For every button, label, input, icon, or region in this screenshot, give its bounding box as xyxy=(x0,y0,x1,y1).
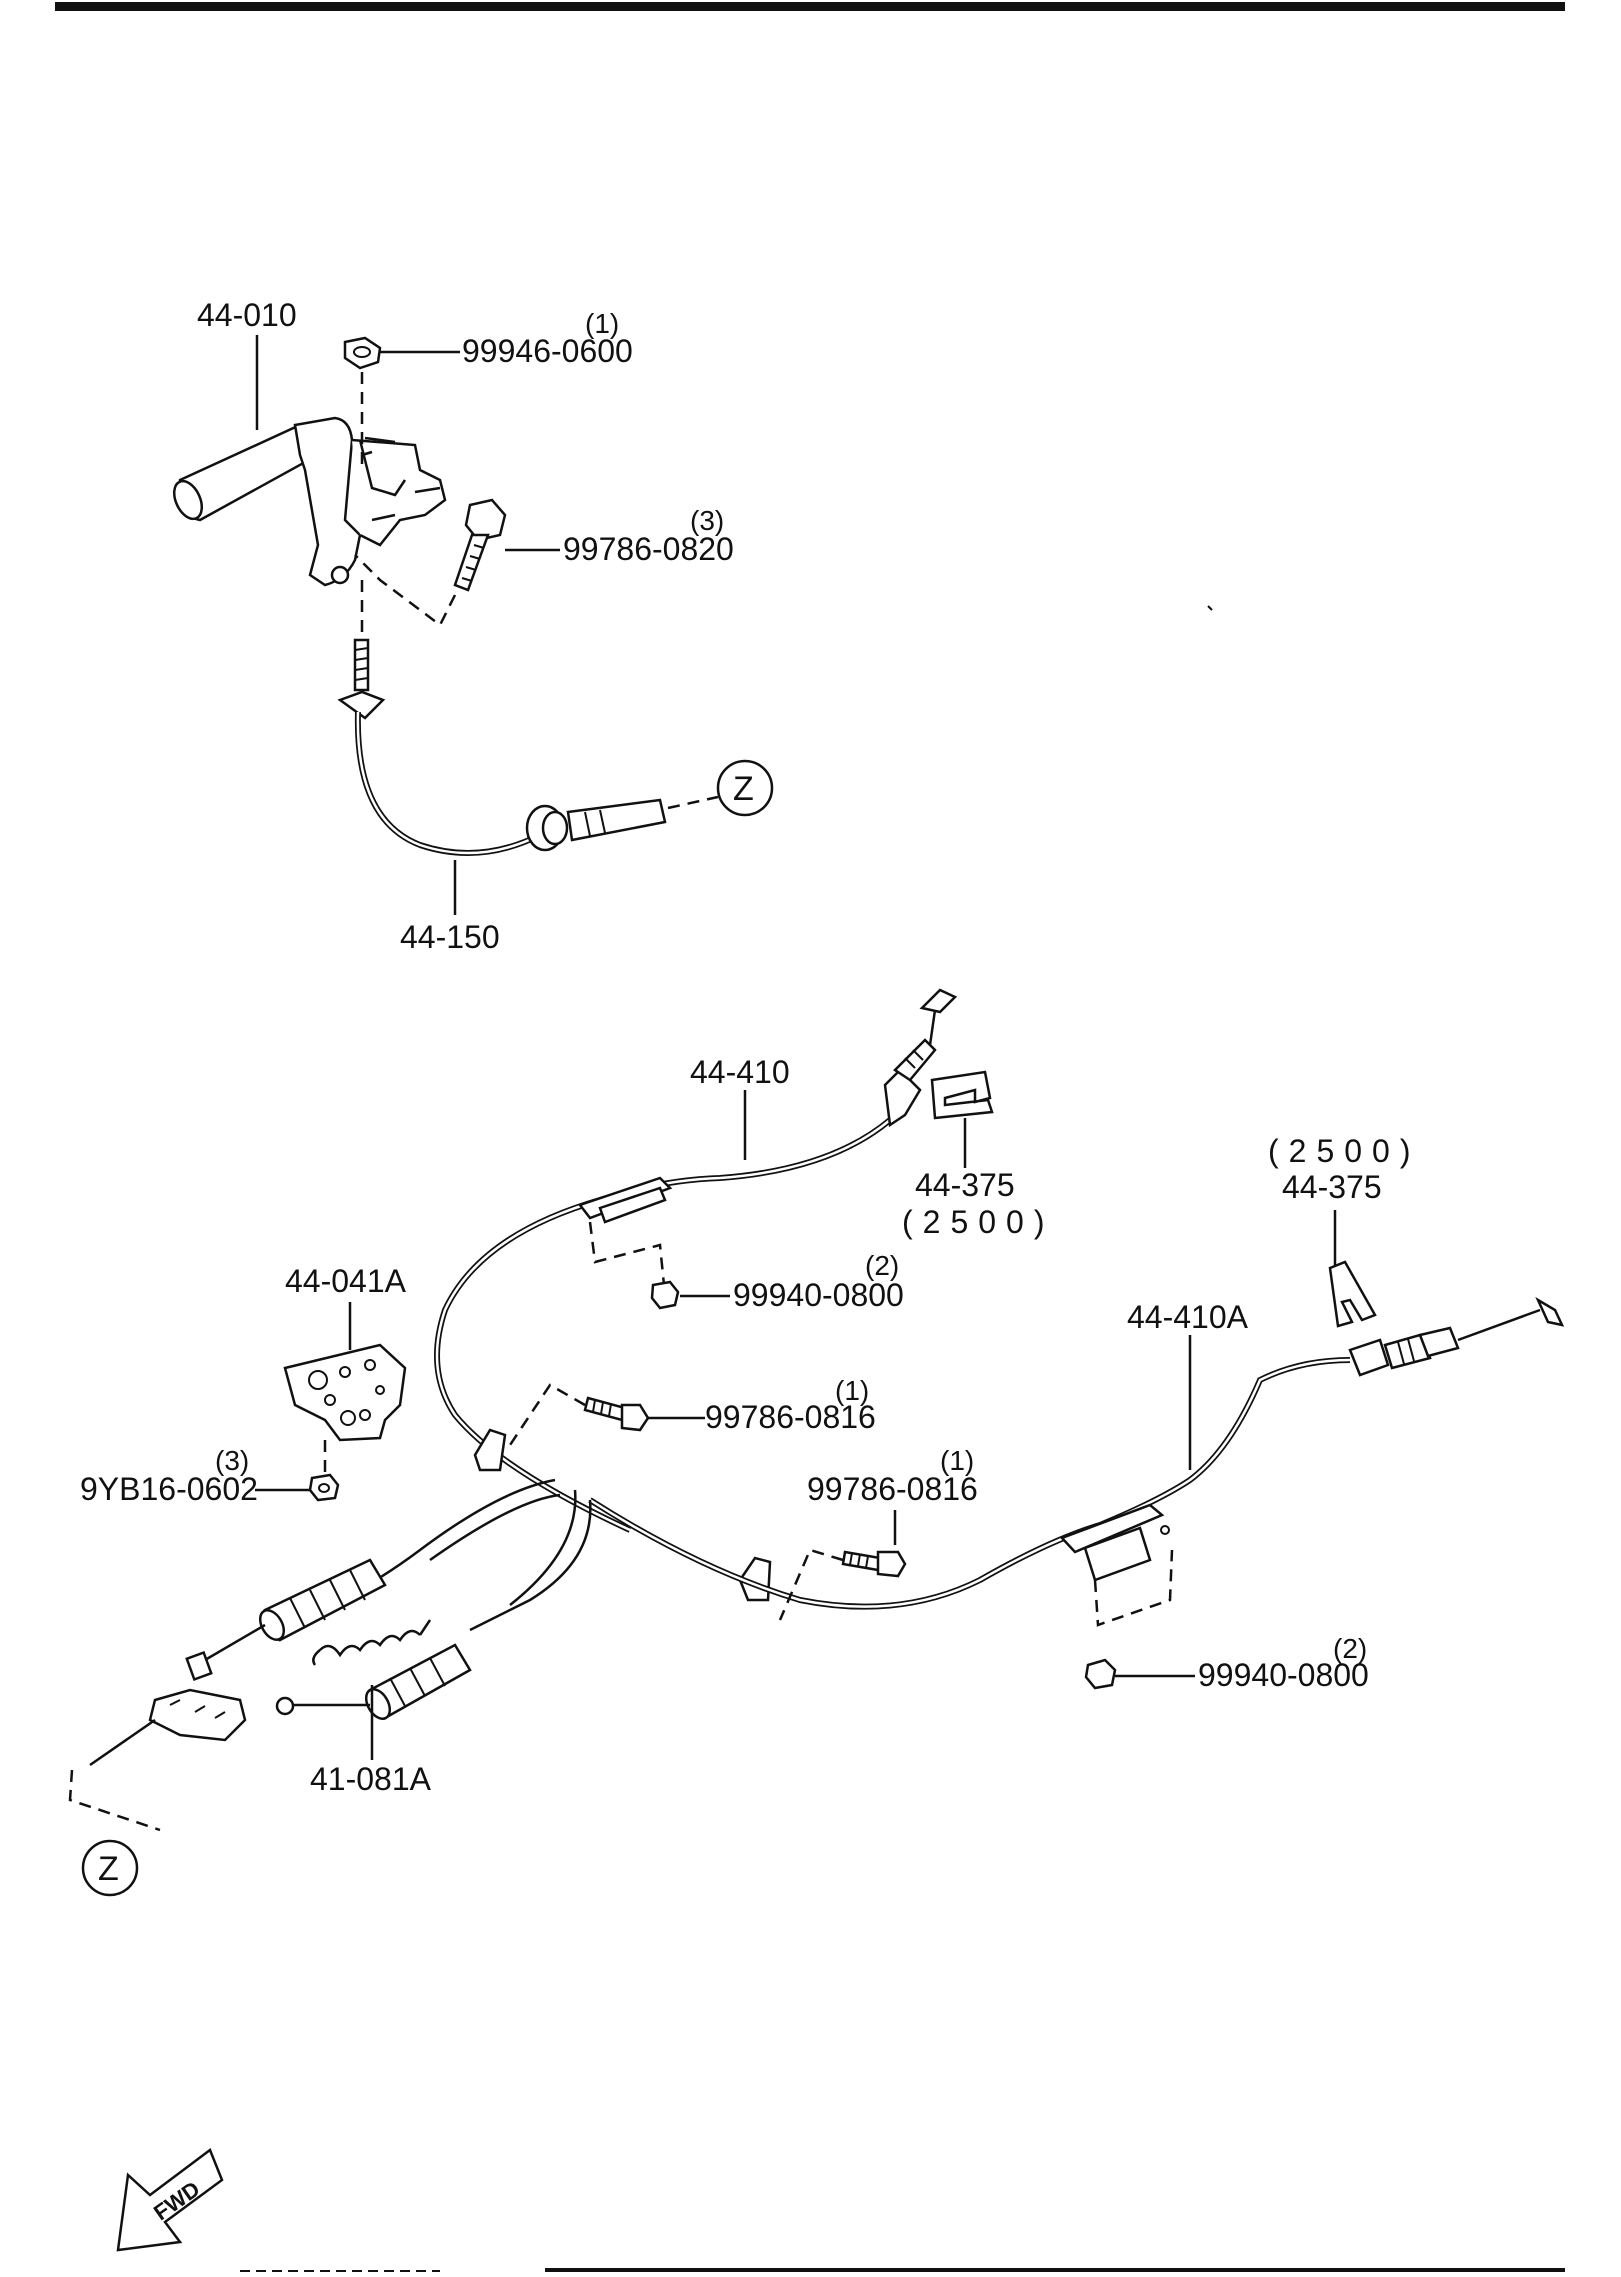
part-label-bracket-nut: 9YB16-0602 xyxy=(80,1471,258,1507)
front-cable xyxy=(337,580,667,856)
part-label-equalizer: 41-081A xyxy=(310,1761,432,1797)
nut-lower-icon xyxy=(1084,1658,1117,1690)
qty-label-bracket-nut: (3) xyxy=(215,1445,249,1476)
bracket-nut-icon xyxy=(308,1473,340,1502)
cable-clip-mid xyxy=(473,1428,772,1602)
clip-left-icon xyxy=(930,1070,994,1120)
part-label-lever-nut: 99946-0600 xyxy=(462,333,633,369)
qty-label-nut-upper: (2) xyxy=(865,1250,899,1281)
part-label-rear-cable-right: 44-410A xyxy=(1127,1299,1249,1335)
part-label-bracket: 44-041A xyxy=(285,1263,407,1299)
part-label-front-cable: 44-150 xyxy=(400,919,500,955)
qty-label-lever-bolt: (3) xyxy=(690,505,724,536)
note-clip-right: (2500) xyxy=(1268,1133,1421,1169)
connector-z-top: Z xyxy=(716,759,774,817)
connector-z-bottom-label: Z xyxy=(98,1850,119,1888)
part-label-rear-cable-left: 44-410 xyxy=(690,1054,790,1090)
part-label-nut-upper: 99940-0800 xyxy=(733,1277,904,1313)
nut-upper-icon xyxy=(650,1280,680,1310)
part-label-bolt-right: 99786-0816 xyxy=(807,1471,978,1507)
forward-arrow-icon: FWD xyxy=(116,2148,224,2252)
qty-label-lever-nut: (1) xyxy=(585,308,619,339)
clip-right-icon xyxy=(1328,1260,1377,1328)
part-label-lever: 44-010 xyxy=(197,297,297,333)
part-label-clip-right: 44-375 xyxy=(1282,1169,1382,1205)
bolt-right-icon xyxy=(841,1550,907,1578)
part-label-lever-bolt: 99786-0820 xyxy=(563,531,734,567)
connector-z-bottom: Z xyxy=(81,1839,139,1897)
qty-label-bolt-right: (1) xyxy=(940,1445,974,1476)
lever-bolt-icon xyxy=(453,498,507,592)
part-label-clip-left: 44-375 xyxy=(915,1167,1015,1203)
rear-cable-left xyxy=(434,988,958,1533)
bolt-mid-icon xyxy=(583,1396,650,1432)
part-label-nut-lower: 99940-0800 xyxy=(1198,1657,1369,1693)
note-clip-left: (2500) xyxy=(902,1204,1055,1240)
connector-z-top-label: Z xyxy=(733,770,754,808)
equalizer-assembly xyxy=(89,1478,592,1767)
lever-nut-icon xyxy=(343,336,382,370)
qty-label-bolt-mid: (1) xyxy=(835,1375,869,1406)
top-border xyxy=(55,2,1565,11)
parking-brake-lever xyxy=(172,416,447,587)
rear-cable-right xyxy=(588,1296,1565,1610)
part-label-bolt-mid: 99786-0816 xyxy=(705,1399,876,1435)
bracket-icon xyxy=(283,1343,407,1442)
qty-label-nut-lower: (2) xyxy=(1333,1633,1367,1664)
